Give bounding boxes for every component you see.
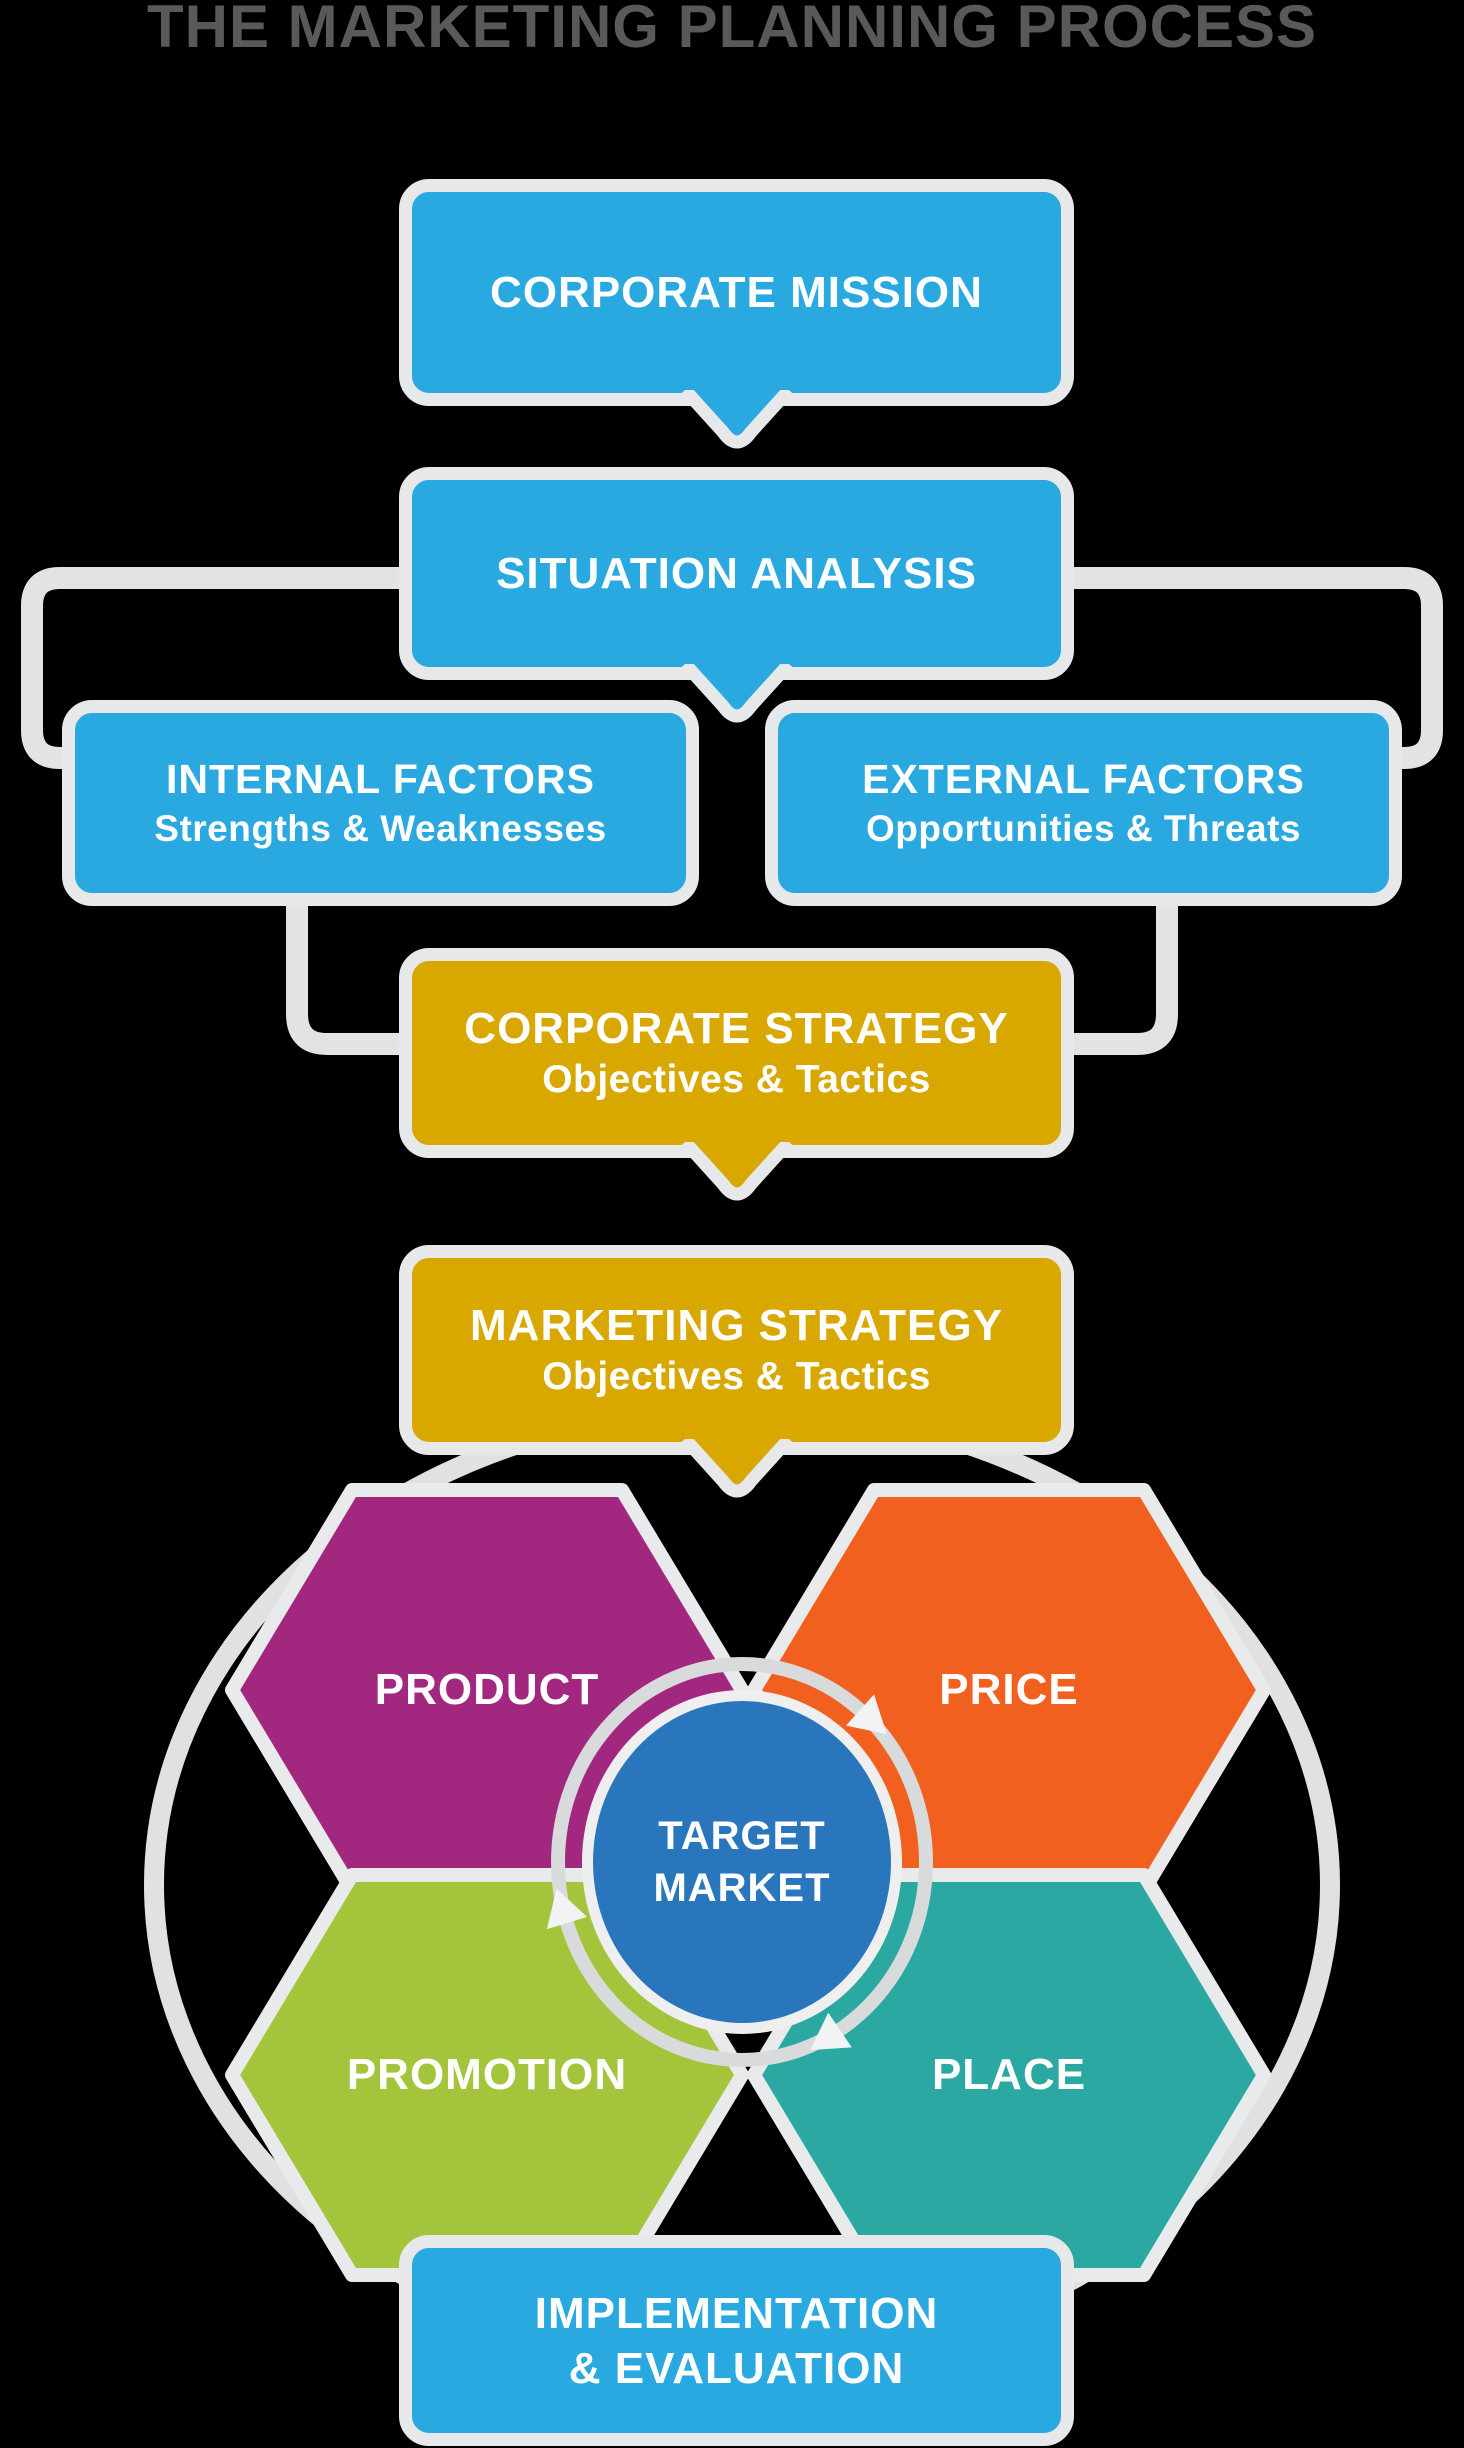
implementation-line2: & EVALUATION <box>568 2343 905 2393</box>
internal-to-strategy-connector <box>286 886 430 1055</box>
corporate-mission-label: CORPORATE MISSION <box>490 268 983 317</box>
speech-tail <box>679 1142 794 1201</box>
corporate-mission-box: CORPORATE MISSION <box>399 179 1074 449</box>
internal-factors-title: INTERNAL FACTORS <box>165 756 596 803</box>
target-market-line2: MARKET <box>653 1866 831 1910</box>
cycle-ring <box>551 1657 933 2067</box>
internal-factors-box: INTERNAL FACTORS Strengths & Weaknesses <box>62 700 699 906</box>
external-factors-box: EXTERNAL FACTORS Opportunities & Threats <box>765 700 1402 906</box>
marketing-strategy-box: MARKETING STRATEGY Objectives & Tactics <box>399 1245 1074 1498</box>
price-label: PRICE <box>939 1665 1079 1714</box>
page-title: THE MARKETING PLANNING PROCESS <box>146 0 1318 60</box>
external-factors-title: EXTERNAL FACTORS <box>862 756 1305 803</box>
speech-tail <box>679 390 794 449</box>
product-label: PRODUCT <box>374 1665 600 1714</box>
internal-factors-subtitle: Strengths & Weaknesses <box>154 807 607 849</box>
corporate-strategy-box: CORPORATE STRATEGY Objectives & Tactics <box>399 948 1074 1201</box>
corporate-strategy-subtitle: Objectives & Tactics <box>542 1058 931 1102</box>
speech-tail <box>679 664 794 723</box>
implementation-box: IMPLEMENTATION & EVALUATION <box>399 2235 1074 2446</box>
cycle-arrowhead-icon <box>546 1888 588 1930</box>
promotion-label: PROMOTION <box>346 2050 628 2099</box>
situation-analysis-label: SITUATION ANALYSIS <box>496 549 977 598</box>
situation-analysis-box: SITUATION ANALYSIS <box>399 467 1074 723</box>
speech-tail <box>679 1439 794 1498</box>
implementation-line1: IMPLEMENTATION <box>534 2288 939 2338</box>
corporate-strategy-title: CORPORATE STRATEGY <box>464 1004 1009 1054</box>
target-market-circle: TARGET MARKET <box>582 1690 902 2034</box>
hex-promotion <box>225 1868 749 2282</box>
cycle-arrowhead-icon <box>845 1694 887 1735</box>
marketing-strategy-subtitle: Objectives & Tactics <box>542 1355 931 1399</box>
cycle-arrowhead-icon <box>810 2012 852 2051</box>
marketing-strategy-title: MARKETING STRATEGY <box>470 1301 1003 1351</box>
external-to-strategy-connector <box>1034 886 1178 1055</box>
external-factors-subtitle: Opportunities & Threats <box>866 807 1301 849</box>
target-market-line1: TARGET <box>658 1814 826 1858</box>
place-label: PLACE <box>931 2050 1087 2099</box>
